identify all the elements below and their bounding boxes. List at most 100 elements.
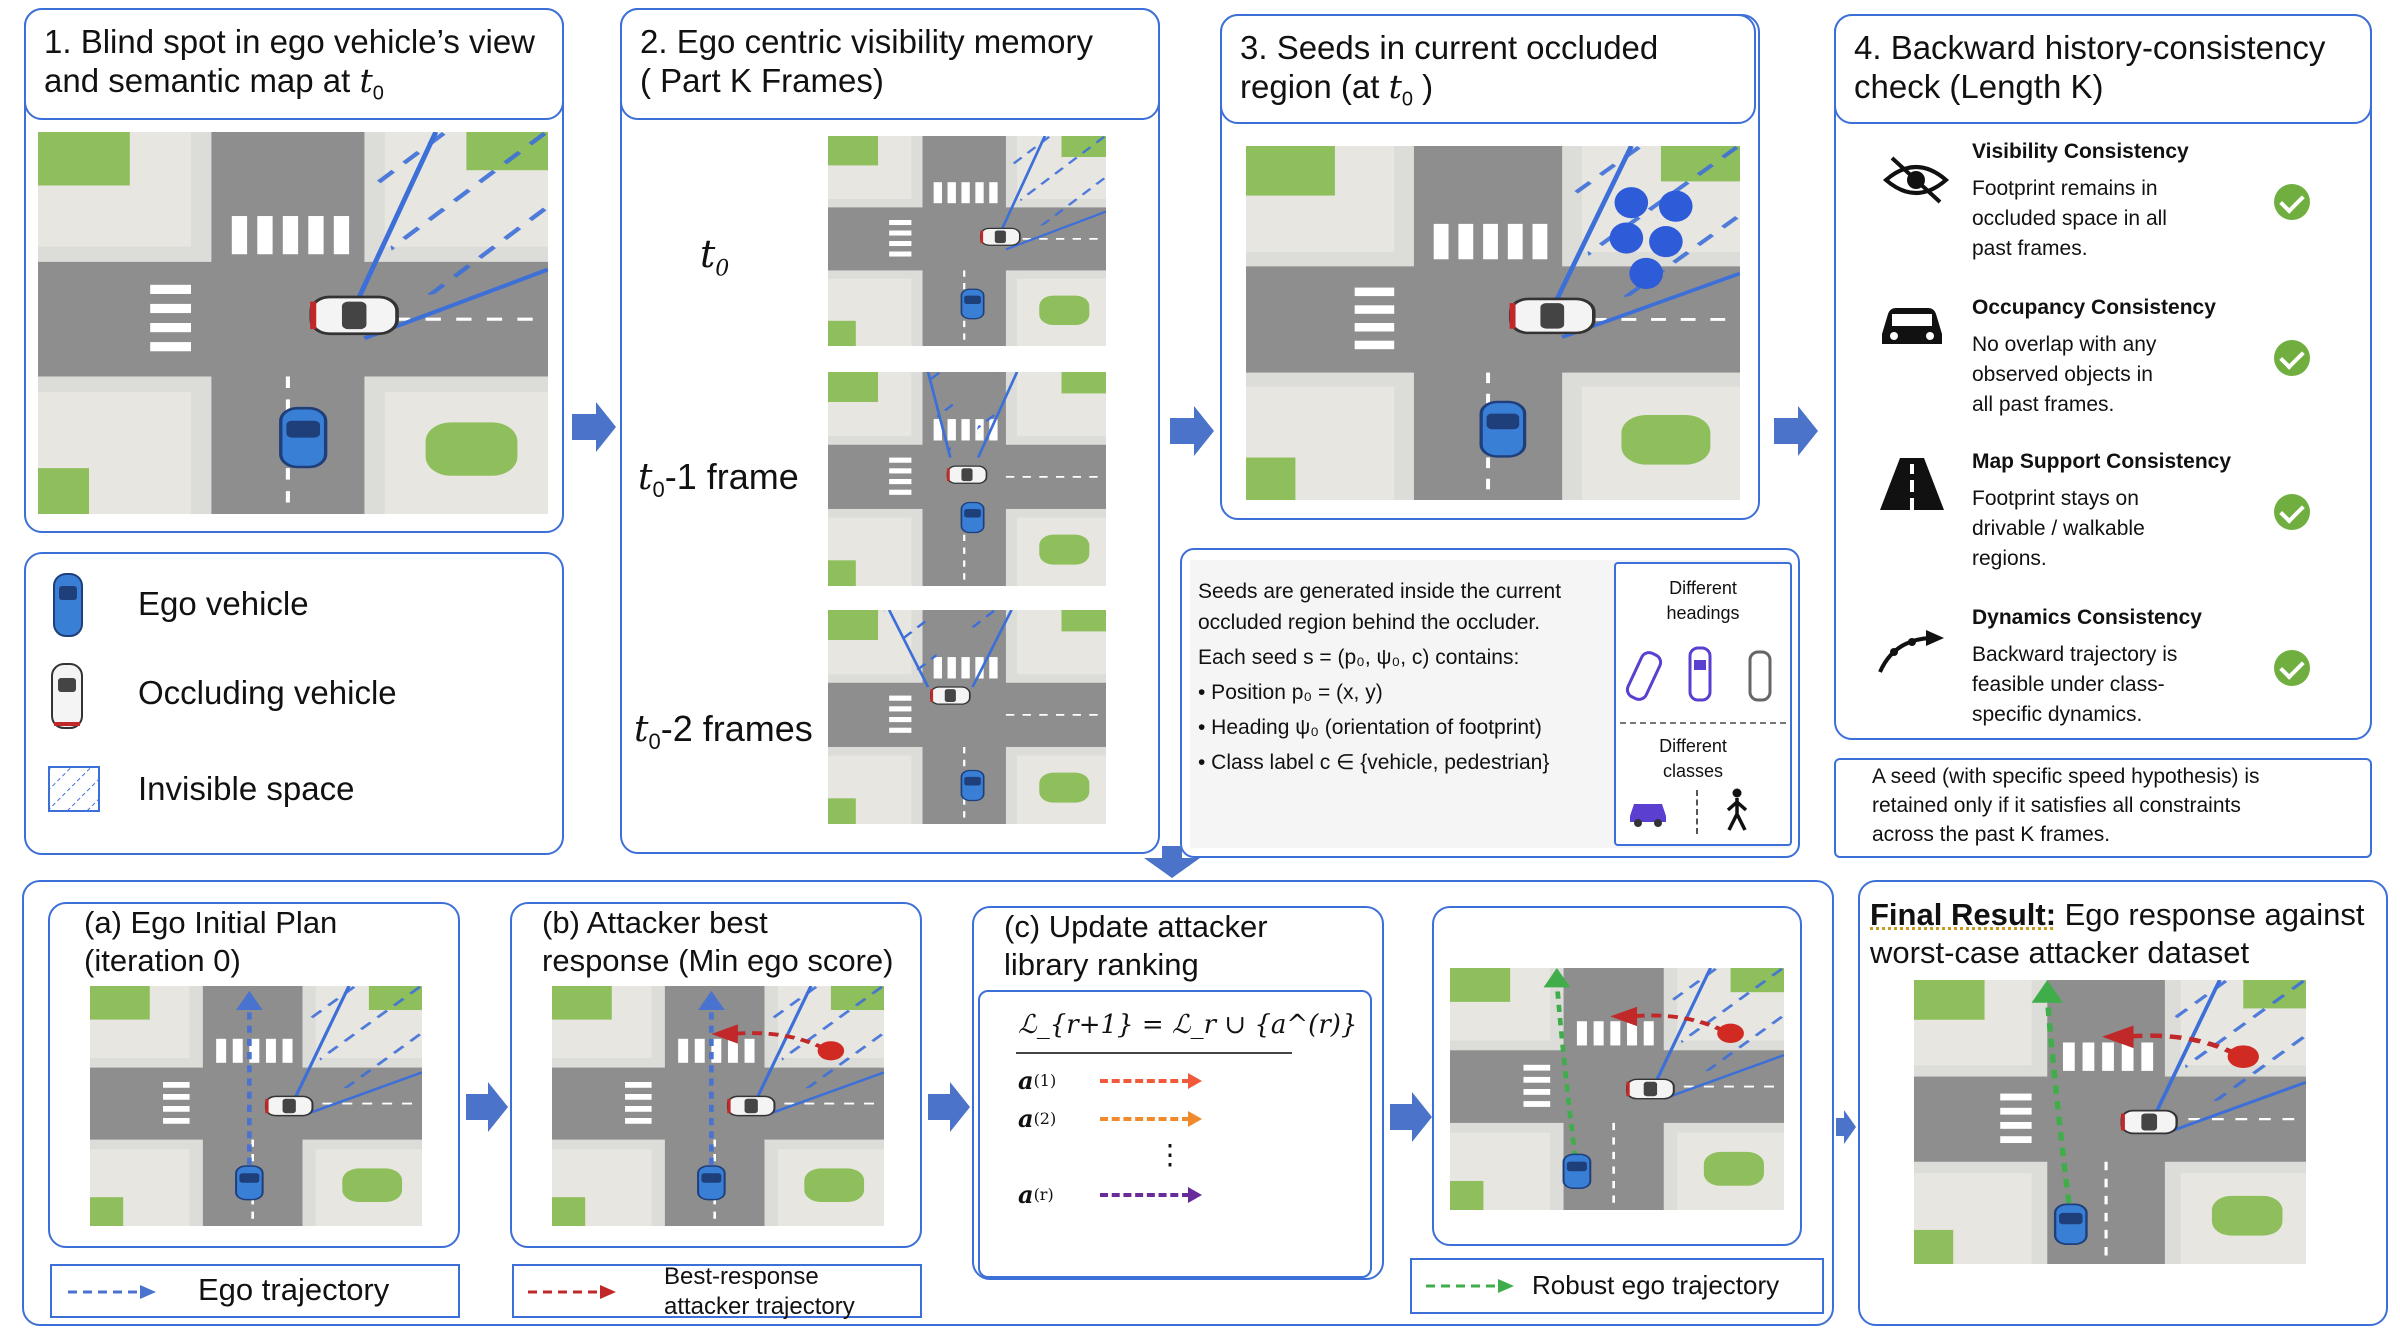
stage2-scene-t2 (828, 610, 1106, 824)
stage3-desc-line: • Position p₀ = (x, y) (1198, 681, 1383, 704)
seed-dot (1614, 187, 1649, 219)
flow-arrow-c-d (1390, 1092, 1432, 1142)
panel-d-scene (1450, 968, 1784, 1210)
panel-a-scene (90, 986, 422, 1226)
car-icon (1882, 308, 1942, 344)
stage2-title-line2: ( Part K Frames) (640, 62, 884, 99)
check-title-map: Map Support Consistency (1972, 450, 2232, 473)
final-title-bold: Final Result: (1870, 897, 2057, 932)
check-title-occupancy: Occupancy Consistency (1972, 296, 2216, 319)
stage3-t0: t (1388, 67, 1402, 106)
flow-arrow-3 (1774, 406, 1818, 456)
flow-arrow-a-b (466, 1082, 508, 1132)
stage3-t0-sub: 0 (1401, 88, 1413, 111)
eye-slash-icon (1882, 156, 1950, 204)
curve-arrow-icon (1878, 630, 1944, 673)
library-row-1: a(1) (1018, 1066, 1202, 1095)
class-divider (1696, 790, 1698, 834)
stage2-title: 2. Ego centric visibility memory ( Part … (620, 8, 1160, 120)
final-scene (1914, 980, 2306, 1264)
stage1-scene (38, 132, 548, 514)
panel-b-scene (552, 986, 884, 1226)
stage3-scene (1246, 146, 1740, 500)
library-arrow-r (1099, 1186, 1202, 1203)
stage2-scene-t1 (828, 372, 1106, 586)
stage1-t0: t (359, 61, 373, 100)
library-row-r: a(r) (1018, 1180, 1202, 1209)
legend-robust-label: Robust ego trajectory (1532, 1270, 1780, 1300)
stage4-title-line1: 4. Backward history-consistency (1854, 29, 2326, 66)
pedestrian-class-icon (1726, 788, 1748, 831)
seed-dot (1649, 226, 1683, 258)
robust-trajectory-legend-icon (1426, 1279, 1514, 1293)
flow-arrow-b-c (928, 1082, 970, 1132)
flow-arrow-2 (1170, 406, 1214, 456)
legend-panel (24, 552, 564, 855)
stage2-frame-label-1: t0-1 frame (638, 456, 799, 503)
stage4-title: 4. Backward history-consistency check (L… (1834, 14, 2372, 124)
flow-arrow-down (1144, 846, 1200, 878)
stage2-title-line1: 2. Ego centric visibility memory (640, 23, 1093, 60)
stage3-title-line2: region (at (1240, 68, 1389, 105)
ego-trajectory-legend-icon (68, 1285, 156, 1299)
stage1-t0-sub: 0 (372, 82, 384, 105)
library-formula: ℒ_{r+1} = ℒ_r ∪ {a^(r)} (1018, 1010, 1358, 1040)
stage3-side-box (1614, 562, 1792, 846)
stage2-frame-label-2: t0-2 frames (634, 708, 813, 755)
stage3-desc-line: • Class label c ∈ {vehicle, pedestrian} (1198, 751, 1550, 774)
legend-invisible-icon (48, 766, 100, 812)
heading-cars-icon (1625, 646, 1772, 702)
legend-occluding-icon (46, 662, 88, 730)
library-row-2: a(2) (1018, 1104, 1202, 1133)
stage3-side-divider (1620, 722, 1786, 724)
stage2-frame-label-0: t0 (700, 232, 730, 282)
seed-dot (1609, 222, 1644, 254)
stage3-desc-line: Seeds are generated inside the current (1198, 580, 1562, 603)
stage3-title-end: ) (1412, 68, 1434, 105)
panel-a-title: (a) Ego Initial Plan(iteration 0) (84, 905, 338, 978)
check-mark-visibility (2274, 184, 2310, 220)
stage3-desc-line: • Heading ψ₀ (orientation of footprint) (1198, 716, 1542, 739)
check-title-dynamics: Dynamics Consistency (1972, 606, 2202, 629)
stage3-title-line1: 3. Seeds in current occluded (1240, 29, 1659, 66)
check-mark-dynamics (2274, 650, 2310, 686)
check-mark-map (2274, 494, 2310, 530)
legend-ego-trajectory-label: Ego trajectory (198, 1272, 390, 1307)
check-title-visibility: Visibility Consistency (1972, 140, 2189, 163)
stage3-desc-text: Seeds are generated inside the current o… (1198, 576, 1618, 778)
road-icon (1880, 458, 1944, 510)
stage2-scene-t0 (828, 136, 1106, 346)
final-title: Final Result: Ego response against worst… (1870, 896, 2365, 972)
stage1-title-line2: and semantic map at (44, 62, 360, 99)
check-mark-occupancy (2274, 340, 2310, 376)
legend-invisible-label: Invisible space (138, 770, 355, 807)
legend-ego-label: Ego vehicle (138, 585, 309, 622)
library-arrow-1 (1099, 1072, 1202, 1089)
legend-ego-icon (48, 572, 88, 638)
vehicle-class-icon (1630, 804, 1666, 827)
library-dots: ⋮ (1156, 1139, 1184, 1170)
seed-dot (1658, 190, 1693, 222)
stage3-title: 3. Seeds in current occluded region (at … (1220, 14, 1756, 124)
flow-arrow-final (1836, 1110, 1856, 1144)
stage4-note: A seed (with specific speed hypothesis) … (1872, 765, 2260, 846)
panel-c-inner (978, 990, 1372, 1278)
final-title-rest: Ego response against (2056, 897, 2365, 932)
stage3-desc-line: Each seed s = (p₀, ψ₀, c) contains: (1198, 646, 1520, 669)
stage4-panel (1834, 14, 2372, 740)
stage3-desc-line: occluded region behind the occluder. (1198, 611, 1541, 634)
library-arrow-2 (1099, 1110, 1202, 1127)
stage4-note-box (1834, 758, 2372, 858)
stage1-title-line1: 1. Blind spot in ego vehicle’s view (44, 23, 536, 60)
stage4-title-line2: check (Length K) (1854, 68, 2104, 105)
final-title-line2: worst-case attacker dataset (1870, 935, 2250, 970)
